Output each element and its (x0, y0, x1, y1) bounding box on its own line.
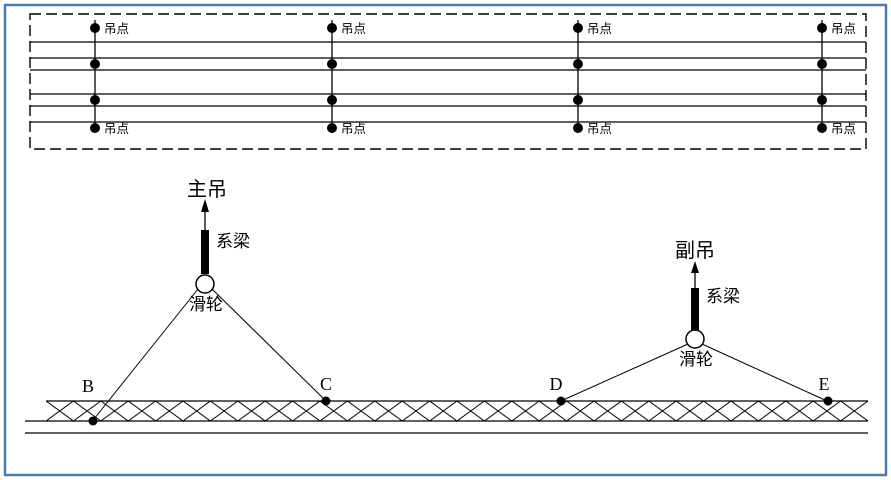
lift-point-dot (573, 95, 583, 105)
lift-point-dot (327, 95, 337, 105)
sling-line (701, 343, 828, 402)
lift-point-dot (817, 23, 827, 33)
lift-point-dot (327, 23, 337, 33)
tie-beam-label: 系梁 (706, 287, 740, 306)
lift-point-dot (90, 95, 100, 105)
sling-line (211, 288, 327, 402)
attachment-dot-b (88, 416, 98, 426)
lift-column: 吊点 吊点 (90, 20, 129, 136)
aux-crane-label: 副吊 (675, 239, 715, 262)
lift-point-label: 吊点 (104, 22, 129, 36)
aux-crane-rig: 副吊 系梁 滑轮 (560, 239, 828, 402)
lift-point-dot (327, 59, 337, 69)
lift-point-dot (573, 123, 583, 133)
tie-beam-bar (691, 288, 699, 330)
pulley-label: 滑轮 (189, 295, 223, 314)
lift-point-label: 吊点 (831, 122, 856, 136)
attachment-dot-e (823, 396, 833, 406)
lift-column: 吊点 吊点 (817, 20, 856, 136)
point-label-d: D (550, 374, 563, 394)
tie-beam-bar (201, 230, 209, 274)
frame-border (3, 3, 888, 477)
attachment-dot-c (321, 396, 331, 406)
lift-point-dot (90, 59, 100, 69)
lift-point-label: 吊点 (341, 122, 366, 136)
lift-point-label: 吊点 (341, 22, 366, 36)
up-arrow-icon (201, 199, 209, 212)
lift-column: 吊点 吊点 (327, 20, 366, 136)
sling-line (560, 343, 689, 402)
plan-view: 吊点 吊点 吊点 吊点 吊点 吊点 吊点 (29, 13, 867, 150)
plan-dashed-outline (29, 13, 867, 150)
lift-point-dot (327, 123, 337, 133)
up-arrow-icon (691, 261, 699, 273)
lift-point-dot (573, 23, 583, 33)
point-label-e: E (819, 374, 830, 394)
elevation-view: 主吊 系梁 滑轮 副吊 系梁 滑轮 B C (25, 178, 868, 434)
lift-point-dot (817, 95, 827, 105)
lift-point-label: 吊点 (587, 22, 612, 36)
point-label-c: C (320, 374, 332, 394)
tie-beam-label: 系梁 (216, 232, 250, 251)
lift-point-dot (90, 23, 100, 33)
lift-column: 吊点 吊点 (573, 20, 612, 136)
lift-point-dot (817, 59, 827, 69)
truss-lattice (46, 401, 868, 421)
sling-line (93, 288, 199, 420)
main-crane-rig: 主吊 系梁 滑轮 (93, 178, 327, 420)
pulley-icon (195, 274, 215, 294)
point-label-b: B (82, 376, 94, 396)
lift-point-label: 吊点 (104, 122, 129, 136)
pulley-icon (685, 329, 705, 349)
lift-point-dot (573, 59, 583, 69)
lift-point-label: 吊点 (587, 122, 612, 136)
lift-point-label: 吊点 (831, 22, 856, 36)
pulley-label: 滑轮 (679, 350, 713, 369)
attachment-dot-d (556, 396, 566, 406)
main-crane-label: 主吊 (187, 178, 227, 201)
lift-point-dot (90, 123, 100, 133)
lift-point-dot (817, 123, 827, 133)
